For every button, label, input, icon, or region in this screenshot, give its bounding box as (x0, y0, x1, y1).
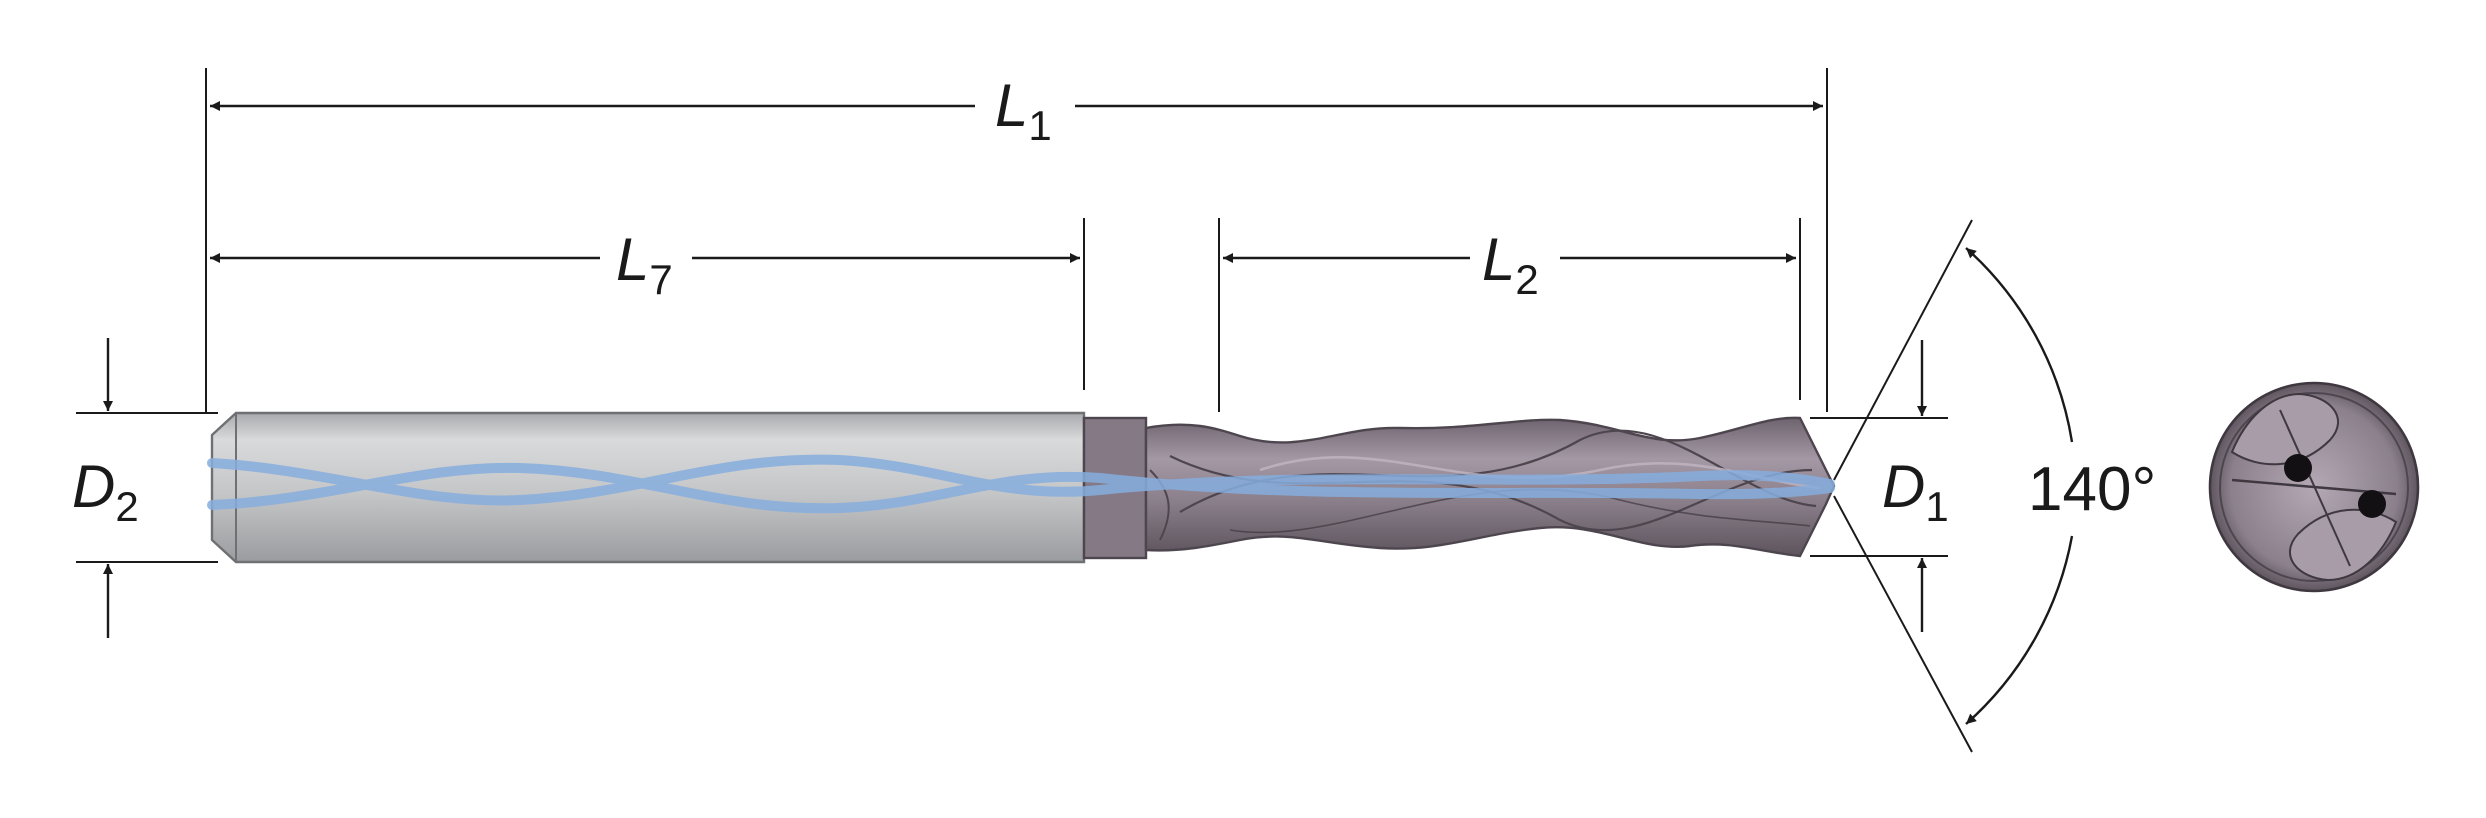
l1-label: L1 (995, 72, 1052, 149)
drill-end-view-icon (2208, 381, 2420, 593)
d2-label: D2 (72, 453, 139, 530)
coolant-channels (207, 454, 1835, 514)
angle-upper-edge-line (1833, 219, 1973, 481)
angle-arc-lower (1965, 535, 2074, 725)
angle-lower-edge-line (1833, 495, 1973, 753)
angle-arc-upper (1965, 247, 2074, 443)
l7-label: L7 (616, 226, 673, 303)
l2-label: L2 (1482, 226, 1539, 303)
d1-label: D1 (1882, 453, 1949, 530)
point-angle-label: 140° (2028, 455, 2156, 524)
